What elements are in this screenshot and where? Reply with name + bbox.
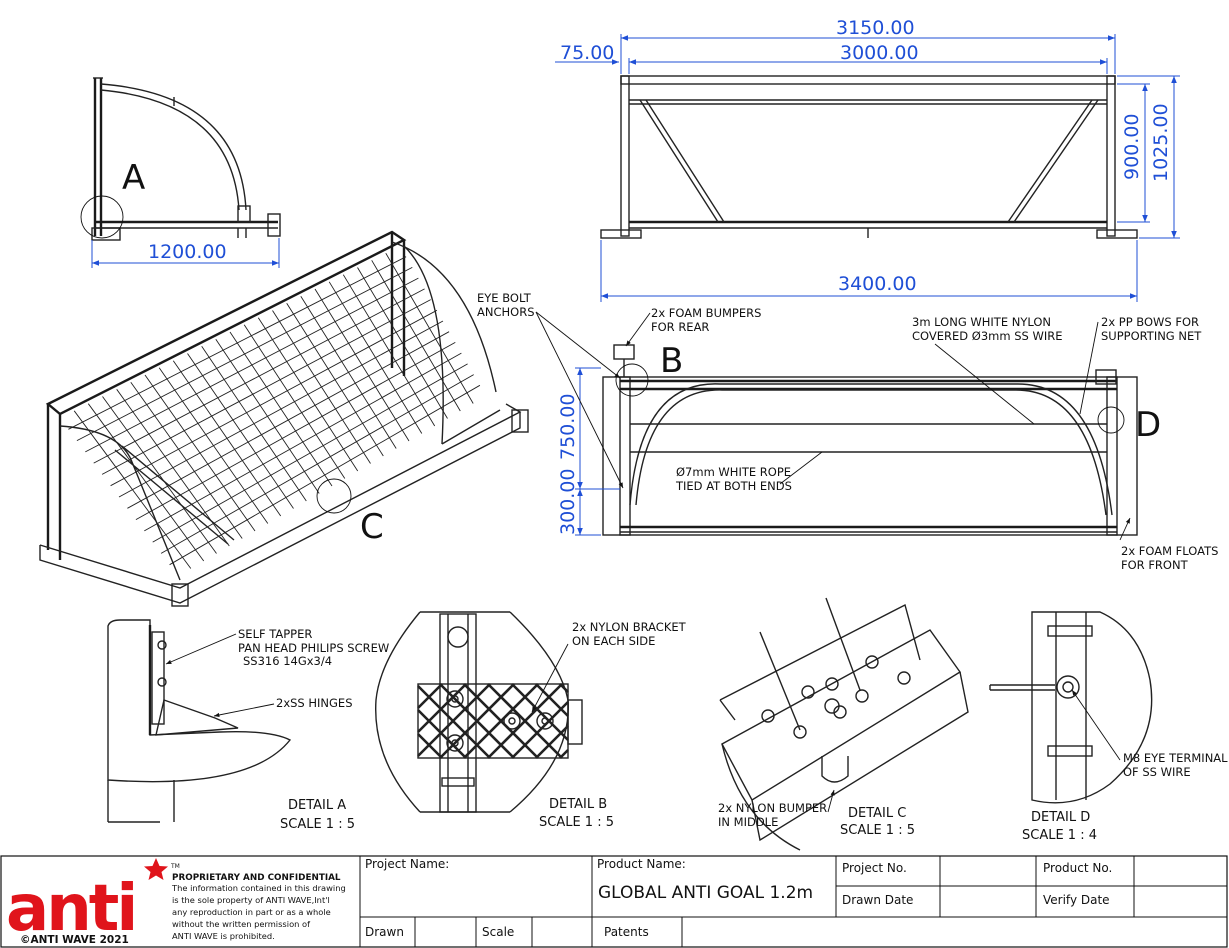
- verify-date-label: Verify Date: [1043, 893, 1110, 907]
- svg-text:FOR FRONT: FOR FRONT: [1121, 558, 1189, 572]
- svg-text:SELF TAPPER: SELF TAPPER: [238, 627, 312, 641]
- proprietary-line: The information contained in this drawin…: [171, 883, 346, 893]
- svg-text:ANCHORS: ANCHORS: [477, 305, 535, 319]
- detail-a-title: DETAIL A: [288, 798, 346, 813]
- detail-b-scale: SCALE 1 : 5: [539, 815, 614, 830]
- detail-d-scale: SCALE 1 : 4: [1022, 828, 1097, 843]
- net-mesh: [68, 252, 481, 569]
- proprietary-line: any reproduction in part or as a whole: [172, 907, 331, 917]
- svg-text:2x NYLON BRACKET: 2x NYLON BRACKET: [572, 620, 687, 634]
- logo-star-icon: [144, 858, 168, 880]
- dim-overall-width-label: 3150.00: [836, 17, 915, 39]
- svg-text:2x NYLON BUMPER: 2x NYLON BUMPER: [718, 801, 827, 815]
- dim-base-width-label: 3400.00: [838, 273, 917, 295]
- svg-text:SUPPORTING NET: SUPPORTING NET: [1101, 329, 1202, 343]
- dim-height-inner-label: 900.00: [1121, 114, 1143, 180]
- detail-d-marker: D: [1135, 405, 1161, 445]
- detail-d-circle: [1097, 406, 1125, 434]
- svg-text:SS316 14Gx3/4: SS316 14Gx3/4: [243, 654, 332, 668]
- plan-view: [602, 344, 1138, 536]
- proprietary-line: is the sole property of ANTI WAVE,Int'l: [172, 895, 330, 905]
- svg-text:PAN HEAD PHILIPS SCREW: PAN HEAD PHILIPS SCREW: [238, 641, 389, 655]
- dimension-base-width: 3400.00: [600, 240, 1138, 302]
- svg-text:Ø7mm WHITE ROPE: Ø7mm WHITE ROPE: [676, 465, 791, 479]
- dim-offset-label: 75.00: [560, 42, 614, 64]
- detail-d-view: M8 EYE TERMINAL OF SS WIRE: [989, 611, 1228, 804]
- dim-depth-upper-label: 750.00: [557, 394, 579, 460]
- anti-logo: anti: [6, 872, 135, 946]
- product-name-value: GLOBAL ANTI GOAL 1.2m: [598, 883, 813, 903]
- drawn-label: Drawn: [365, 925, 404, 939]
- detail-b-title: DETAIL B: [549, 797, 607, 812]
- callout-eye-bolt: EYE BOLT ANCHORS: [477, 291, 624, 489]
- svg-text:IN MIDDLE: IN MIDDLE: [718, 815, 778, 829]
- dimension-offset: 75.00: [555, 42, 619, 65]
- dimension-overall-width: 3150.00: [620, 17, 1116, 74]
- dim-depth-lower-label: 300.00: [557, 469, 579, 535]
- svg-text:COVERED Ø3mm SS WIRE: COVERED Ø3mm SS WIRE: [912, 329, 1062, 343]
- svg-text:M8 EYE TERMINAL: M8 EYE TERMINAL: [1123, 751, 1228, 765]
- drawn-date-label: Drawn Date: [842, 893, 913, 907]
- dim-inner-width-label: 3000.00: [840, 42, 919, 64]
- svg-text:2x FOAM FLOATS: 2x FOAM FLOATS: [1121, 544, 1218, 558]
- dimension-inner-width: 3000.00: [628, 42, 1108, 74]
- svg-text:TIED AT BOTH ENDS: TIED AT BOTH ENDS: [675, 479, 792, 493]
- svg-text:2x PP BOWS FOR: 2x PP BOWS FOR: [1101, 315, 1199, 329]
- svg-text:2xSS HINGES: 2xSS HINGES: [276, 696, 353, 710]
- detail-a-scale: SCALE 1 : 5: [280, 817, 355, 832]
- svg-text:ON EACH SIDE: ON EACH SIDE: [572, 634, 655, 648]
- dimension-height-overall: 1025.00: [1117, 75, 1180, 239]
- patents-label: Patents: [604, 925, 649, 939]
- product-name-label: Product Name:: [597, 857, 686, 871]
- detail-c-circle: [316, 478, 352, 514]
- detail-a-circle: [80, 195, 124, 239]
- dimension-side-width: 1200.00: [91, 238, 280, 268]
- proprietary-title: PROPRIETARY AND CONFIDENTIAL: [172, 873, 341, 883]
- proprietary-line: without the written permission of: [172, 919, 311, 929]
- trademark-mark: TM: [170, 863, 180, 870]
- detail-b-view: 2x NYLON BRACKET ON EACH SIDE: [374, 611, 687, 813]
- svg-text:FOR REAR: FOR REAR: [651, 320, 709, 334]
- svg-text:EYE BOLT: EYE BOLT: [477, 291, 532, 305]
- callout-foam-bumpers: 2x FOAM BUMPERS FOR REAR: [625, 306, 761, 347]
- detail-a-view: SELF TAPPER PAN HEAD PHILIPS SCREW SS316…: [107, 619, 389, 823]
- front-view: [600, 75, 1138, 239]
- detail-b-marker: B: [660, 341, 683, 381]
- callout-pp-bows: 2x PP BOWS FOR SUPPORTING NET: [1079, 315, 1202, 415]
- callout-nylon-wire: 3m LONG WHITE NYLON COVERED Ø3mm SS WIRE: [912, 315, 1062, 425]
- svg-text:3m LONG WHITE NYLON: 3m LONG WHITE NYLON: [912, 315, 1051, 329]
- detail-c-scale: SCALE 1 : 5: [840, 823, 915, 838]
- isometric-view: [39, 230, 529, 607]
- product-no-label: Product No.: [1043, 861, 1112, 875]
- detail-b-circle: [615, 363, 649, 397]
- detail-d-title: DETAIL D: [1031, 810, 1090, 825]
- project-no-label: Project No.: [842, 861, 907, 875]
- detail-c-marker: C: [360, 507, 384, 547]
- svg-text:OF SS WIRE: OF SS WIRE: [1123, 765, 1191, 779]
- detail-a-marker: A: [122, 158, 145, 198]
- svg-text:2x FOAM BUMPERS: 2x FOAM BUMPERS: [651, 306, 761, 320]
- proprietary-line: ANTI WAVE is prohibited.: [172, 931, 275, 941]
- dim-height-overall-label: 1025.00: [1150, 103, 1172, 182]
- title-block: anti TM ©ANTI WAVE 2021 PROPRIETARY AND …: [0, 855, 1228, 948]
- detail-c-view: 2x NYLON BUMPER IN MIDDLE: [718, 597, 969, 851]
- scale-label: Scale: [482, 925, 514, 939]
- side-view: [80, 77, 281, 241]
- copyright-text: ©ANTI WAVE 2021: [20, 934, 129, 946]
- callout-foam-floats: 2x FOAM FLOATS FOR FRONT: [1119, 517, 1218, 572]
- detail-c-title: DETAIL C: [848, 806, 906, 821]
- callout-rope: Ø7mm WHITE ROPE TIED AT BOTH ENDS: [675, 451, 823, 493]
- project-name-label: Project Name:: [365, 857, 449, 871]
- dim-side-width-label: 1200.00: [148, 241, 227, 263]
- dimension-height-inner: 900.00: [1117, 83, 1150, 223]
- dimension-depth: 750.00 300.00: [557, 367, 620, 536]
